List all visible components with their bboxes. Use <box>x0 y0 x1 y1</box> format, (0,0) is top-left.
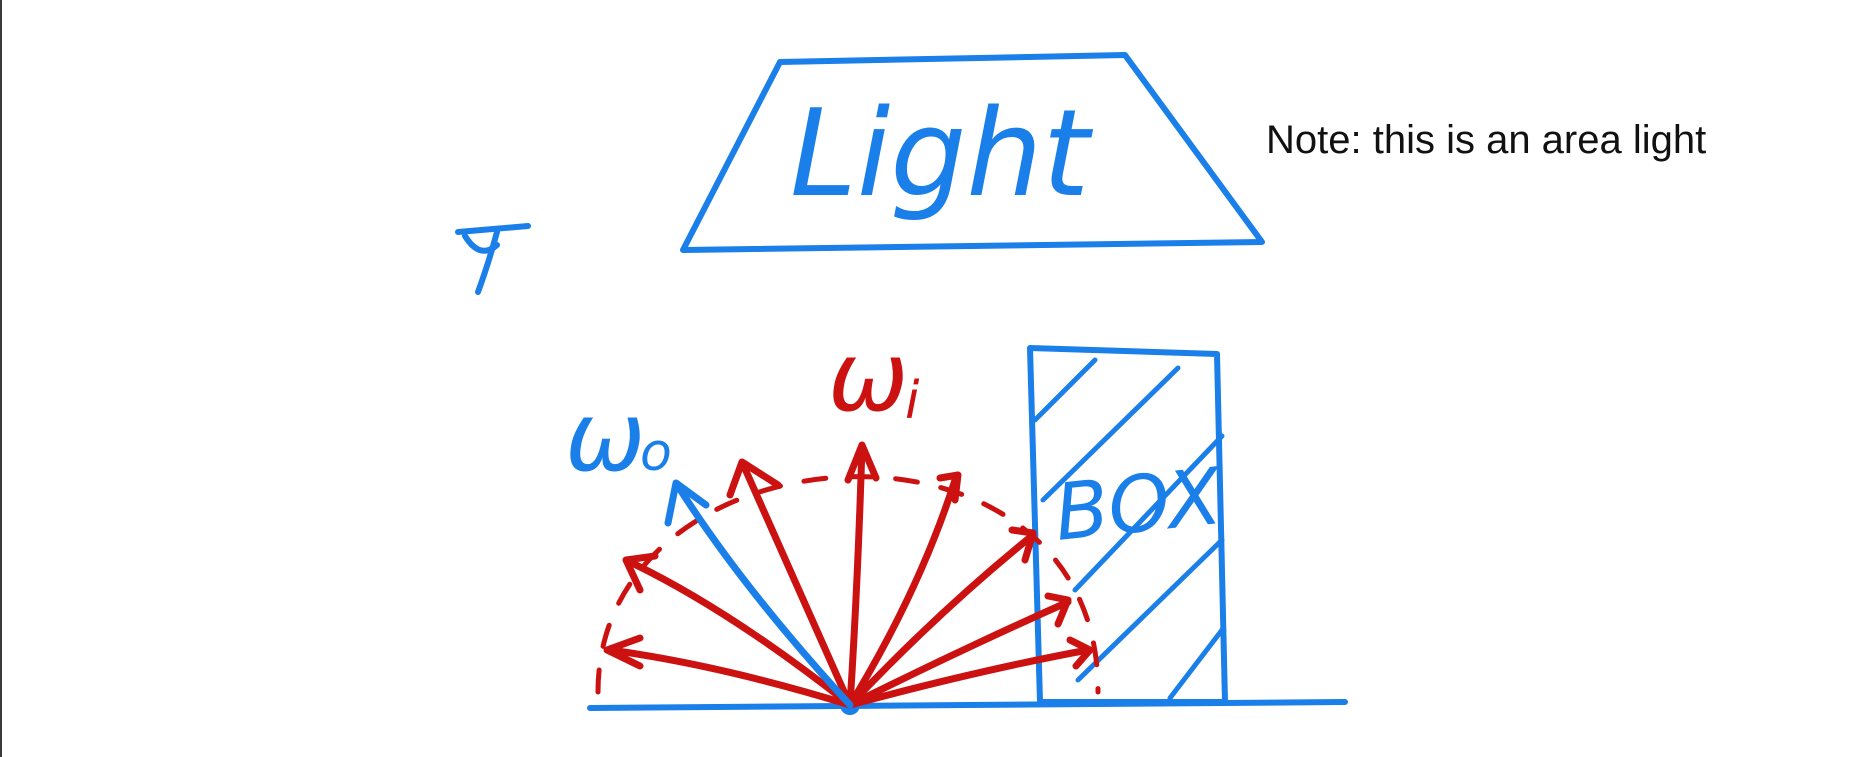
incoming-directions <box>603 441 1094 709</box>
box-hatching <box>1032 357 1225 701</box>
wi-arrow-6 <box>846 526 1037 709</box>
area-light-note: Note: this is an area light <box>1266 118 1707 162</box>
omega-i-subscript: i <box>905 371 920 431</box>
box-outline <box>1027 345 1228 705</box>
box-label: BOX <box>1051 452 1227 559</box>
wi-arrow-7 <box>846 592 1072 709</box>
wi-arrow-8 <box>846 636 1094 709</box>
left-border <box>0 0 2 757</box>
wi-arrow-2 <box>622 552 854 709</box>
outgoing-direction <box>664 479 854 709</box>
light-label: Light <box>790 85 1093 224</box>
ground-surface <box>587 699 1348 711</box>
wi-arrow-3 <box>726 458 854 709</box>
area-light-shape <box>680 52 1265 253</box>
wi-arrow-5 <box>846 471 962 709</box>
wi-arrow-1 <box>603 634 854 709</box>
wo-arrow <box>664 479 854 709</box>
omega-o-label: ω <box>565 381 645 493</box>
eye-camera-icon <box>455 223 531 295</box>
omega-o-subscript: o <box>640 423 672 483</box>
omega-i-label: ω <box>828 321 908 433</box>
wi-arrow-4 <box>844 441 880 709</box>
